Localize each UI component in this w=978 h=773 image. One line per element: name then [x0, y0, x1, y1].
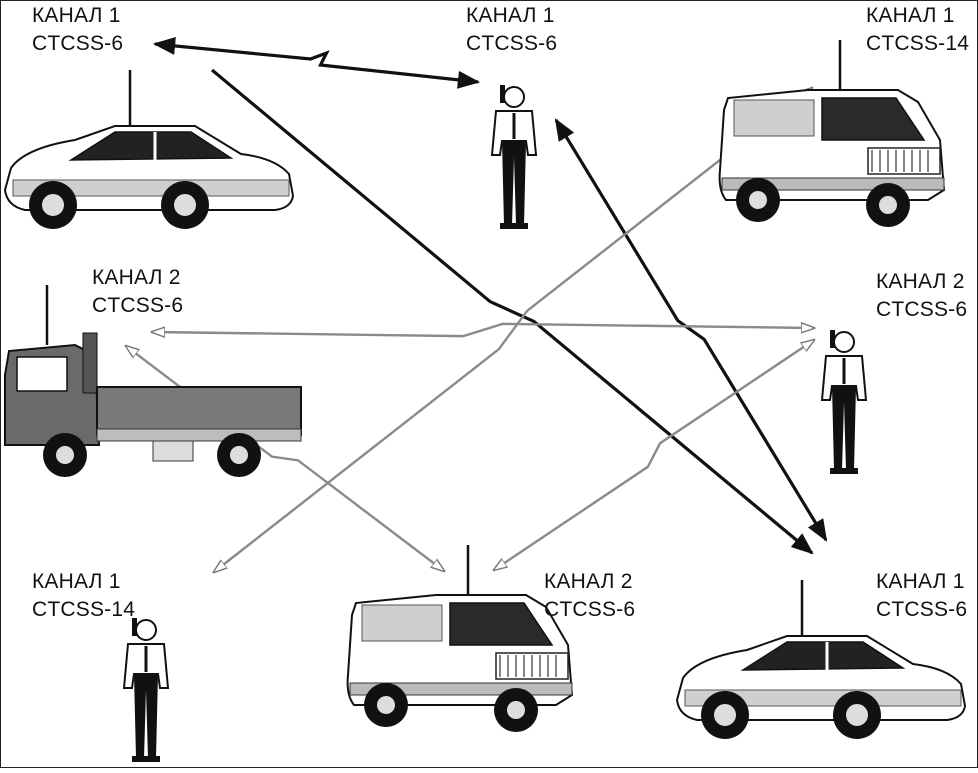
sedan-car-bottom-right [675, 580, 967, 739]
links-layer [126, 37, 828, 572]
label-officer-right: КАНАЛ 2 CTCSS-6 [876, 268, 967, 324]
label-car-bottom-right: КАНАЛ 1 CTCSS-6 [876, 568, 967, 624]
label-car-top-left: КАНАЛ 1 CTCSS-6 [32, 2, 123, 58]
label-code: CTCSS-6 [32, 32, 124, 55]
label-code: CTCSS-14 [32, 598, 136, 621]
truck-truck-left [4, 285, 302, 477]
label-code: CTCSS-6 [876, 598, 968, 621]
link-truck-left-to-officer-right [152, 324, 814, 336]
van-van-bottom [346, 545, 574, 732]
label-channel: КАНАЛ 2 [876, 270, 965, 293]
label-channel: КАНАЛ 1 [876, 570, 965, 593]
nodes-layer [3, 40, 967, 762]
person-officer-bottom-left [122, 618, 170, 762]
label-truck-left: КАНАЛ 2 CTCSS-6 [92, 264, 183, 320]
van-van-top-right [718, 40, 946, 227]
link-officer-right-to-van-bottom [494, 340, 814, 570]
label-code: CTCSS-14 [866, 32, 970, 55]
sedan-car-top-left [3, 70, 295, 229]
label-van-top-right: КАНАЛ 1 CTCSS-14 [866, 2, 969, 58]
label-channel: КАНАЛ 1 [32, 570, 121, 593]
person-officer-top [490, 85, 538, 229]
label-channel: КАНАЛ 1 [866, 4, 955, 27]
label-channel: КАНАЛ 1 [466, 4, 555, 27]
label-code: CTCSS-6 [92, 294, 184, 317]
label-channel: КАНАЛ 2 [544, 570, 633, 593]
label-code: CTCSS-6 [876, 298, 968, 321]
label-officer-bottom-left: КАНАЛ 1 CTCSS-14 [32, 568, 135, 624]
person-officer-right [820, 330, 868, 474]
link-car-top-left-to-officer-top [152, 37, 481, 89]
label-van-bottom: КАНАЛ 2 CTCSS-6 [544, 568, 635, 624]
label-code: CTCSS-6 [466, 32, 558, 55]
label-channel: КАНАЛ 1 [32, 4, 121, 27]
label-officer-top: КАНАЛ 1 CTCSS-6 [466, 2, 557, 58]
label-channel: КАНАЛ 2 [92, 266, 181, 289]
label-code: CTCSS-6 [544, 598, 636, 621]
